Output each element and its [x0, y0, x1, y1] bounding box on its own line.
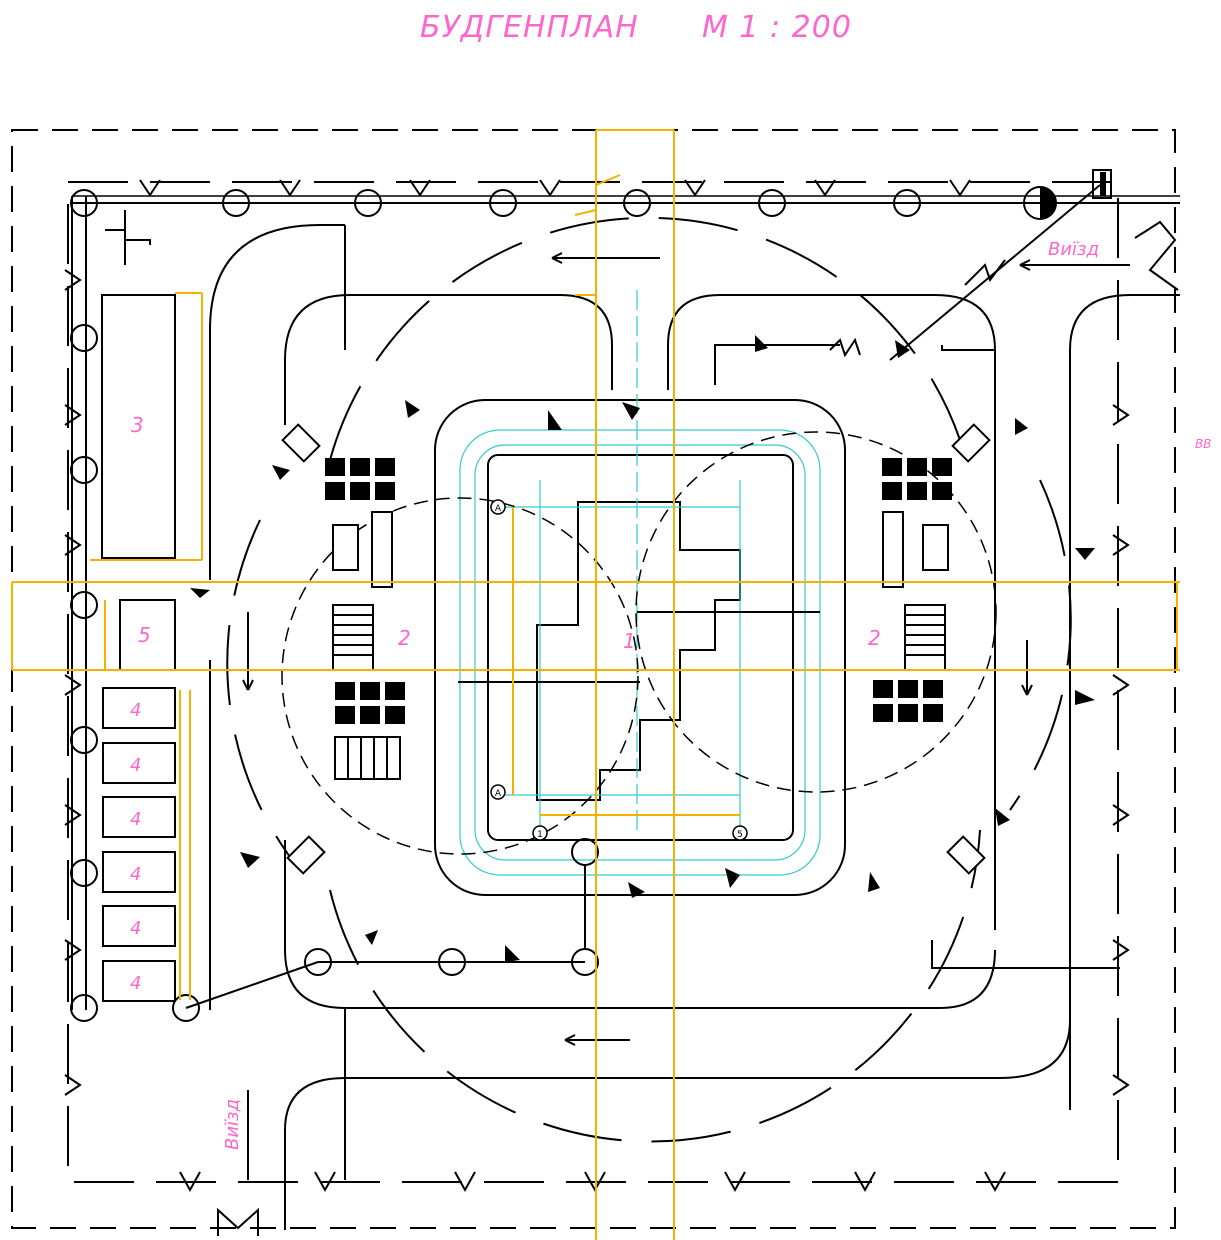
- sheds: [102, 687, 176, 1002]
- label-crane-zone-left: 2: [398, 626, 411, 650]
- label-shed-6: 4: [130, 973, 141, 994]
- inner-fence: [67, 181, 1119, 1183]
- stacks: [332, 511, 949, 780]
- label-exit-bottom: Виїзд: [222, 1099, 243, 1150]
- traffic-arrow-right-road: [1021, 640, 1033, 696]
- label-main-building: 1: [623, 629, 636, 653]
- traffic-arrow-bottom: [564, 1034, 630, 1046]
- label-shed-3: 4: [130, 809, 141, 830]
- top-utility-line: [70, 179, 1180, 217]
- crane-radius-right: [635, 431, 997, 793]
- material-blocks-left: [325, 458, 405, 724]
- traffic-arrow-top: [551, 252, 660, 264]
- axis-label-bottom-left: А: [495, 789, 502, 799]
- label-warehouse: 3: [131, 413, 144, 437]
- left-utility-line: [70, 196, 200, 1022]
- label-shed-4: 4: [130, 864, 141, 885]
- danger-zone-arc-right: [1009, 479, 1072, 811]
- exit-gate-top: [1134, 220, 1179, 291]
- label-shed-1: 4: [130, 700, 141, 721]
- traffic-arrow-left-road: [242, 612, 254, 691]
- lighting-flags: [190, 335, 1095, 962]
- axis-label-bottom-right: 5: [737, 830, 743, 840]
- dimension-lines: [11, 129, 1180, 1240]
- axis-label-bottom-mid: 1: [537, 830, 543, 840]
- exit-arrow-top: [1019, 259, 1130, 271]
- label-exit-top: Виїзд: [1048, 239, 1099, 260]
- crane-track-top: [714, 344, 840, 385]
- crane-radius-left: [281, 497, 639, 855]
- danger-zone-arc-left: [226, 519, 301, 871]
- exit-gate-bottom: [217, 1207, 259, 1236]
- site-boundary: [11, 129, 1176, 1229]
- axis-label-top-left: А: [495, 504, 502, 514]
- fence-markers: [64, 269, 1130, 1193]
- warehouse: [101, 294, 176, 559]
- danger-zone-arc-bottom: [329, 829, 981, 1143]
- label-crane-zone-right: 2: [868, 626, 881, 650]
- title-text: БУДГЕНПЛАН: [420, 10, 639, 45]
- exit-zigzag-b: [829, 337, 861, 358]
- drawing-title: БУДГЕНПЛАН М 1 : 200: [420, 10, 852, 45]
- storage-hatch: [281, 423, 991, 875]
- label-shed-2: 4: [130, 755, 141, 776]
- scale-text: М 1 : 200: [701, 10, 852, 45]
- power-supply-point: [1023, 169, 1112, 220]
- label-office: 5: [138, 623, 151, 647]
- access-road: [209, 224, 1180, 1230]
- label-shed-5: 4: [130, 918, 141, 939]
- lower-utility-line: [185, 838, 599, 1009]
- label-edge-mark: ВВ: [1195, 437, 1211, 451]
- main-building: [434, 290, 846, 896]
- axis-markers: А А 1 5: [490, 499, 748, 841]
- exit-zigzag-a: [964, 259, 1006, 286]
- material-blocks-right: [873, 458, 952, 722]
- danger-zone-arc: [329, 216, 961, 461]
